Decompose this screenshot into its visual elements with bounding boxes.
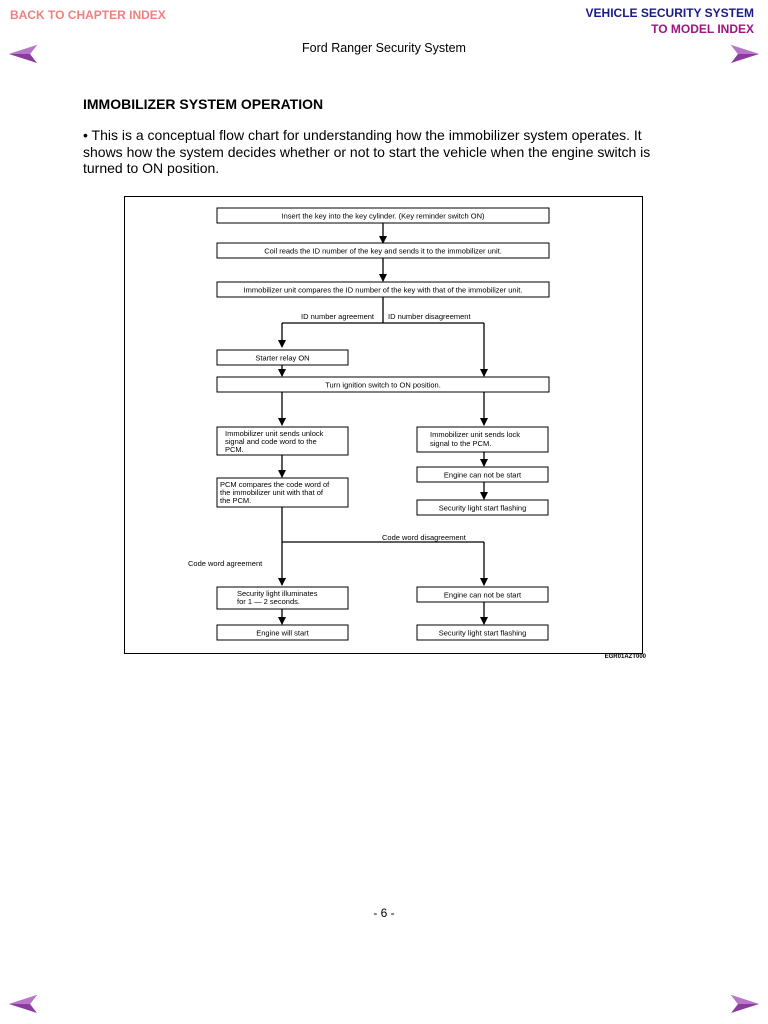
system-title: VEHICLE SECURITY SYSTEM (585, 6, 754, 20)
box-engine-cannot-1 (416, 466, 549, 483)
node-turn-ignition: Turn ignition switch to ON position. (325, 381, 441, 390)
box-compare-id (216, 281, 550, 298)
label-id-agreement: ID number agreement (301, 312, 375, 321)
box-coil-reads (216, 242, 550, 259)
back-to-chapter-index-link[interactable]: BACK TO CHAPTER INDEX (10, 8, 166, 22)
node-send-unlock-line-1: Immobilizer unit sends unlock (225, 429, 324, 438)
box-starter-relay (216, 349, 349, 366)
box-send-unlock (216, 426, 349, 456)
immobilizer-flowchart: Insert the key into the key cylinder. (K… (124, 196, 643, 654)
node-security-illum-line-1: Security light illuminates (237, 589, 318, 598)
label-code-agreement: Code word agreement (188, 559, 263, 568)
diagram-frame (124, 196, 643, 654)
node-pcm-compare-line-3: the PCM. (220, 496, 251, 505)
node-security-illum-line-2: for 1 — 2 seconds. (237, 597, 300, 606)
node-compare-id: Immobilizer unit compares the ID number … (244, 286, 523, 295)
node-security-flash-2: Security light start flashing (439, 629, 527, 638)
node-send-lock-line-2: signal to the PCM. (430, 439, 491, 448)
node-coil-reads: Coil reads the ID number of the key and … (264, 247, 502, 256)
node-engine-cannot-2: Engine can not be start (444, 591, 522, 600)
box-insert-key (216, 207, 550, 224)
next-page-right-arrow-icon[interactable] (730, 44, 760, 64)
node-pcm-compare-line-1: PCM compares the code word of (220, 480, 330, 489)
next-page-right-arrow-icon[interactable] (730, 994, 760, 1014)
label-id-disagreement: ID number disagreement (388, 312, 471, 321)
prev-page-left-arrow-icon[interactable] (8, 994, 38, 1014)
document-title: Ford Ranger Security System (302, 41, 466, 55)
box-security-flash-2 (416, 624, 549, 641)
box-security-illuminates (216, 586, 349, 610)
node-send-unlock-line-2: signal and code word to the (225, 437, 317, 446)
node-send-unlock-line-3: PCM. (225, 445, 244, 454)
to-model-index-link[interactable]: TO MODEL INDEX (651, 22, 754, 36)
box-turn-ignition (216, 376, 550, 393)
node-engine-cannot-1: Engine can not be start (444, 471, 522, 480)
node-security-flash-1: Security light start flashing (439, 504, 527, 513)
intro-paragraph: • This is a conceptual flow chart for un… (83, 127, 651, 176)
box-engine-cannot-2 (416, 586, 549, 603)
node-starter-relay: Starter relay ON (255, 354, 309, 363)
section-heading: IMMOBILIZER SYSTEM OPERATION (83, 96, 324, 112)
node-pcm-compare-line-2: the immobilizer unit with that of (220, 488, 324, 497)
box-send-lock (416, 426, 549, 453)
box-security-flash-1 (416, 499, 549, 516)
node-insert-key: Insert the key into the key cylinder. (K… (282, 212, 485, 221)
page-number: - 6 - (373, 906, 395, 920)
node-engine-will-start: Engine will start (256, 629, 309, 638)
prev-page-left-arrow-icon[interactable] (8, 44, 38, 64)
box-engine-will-start (216, 624, 349, 641)
node-send-lock-line-1: Immobilizer unit sends lock (430, 430, 520, 439)
box-pcm-compare (216, 477, 349, 508)
figure-code: EGR01AZT000 (604, 654, 646, 660)
label-code-disagreement: Code word disagreement (382, 533, 467, 542)
